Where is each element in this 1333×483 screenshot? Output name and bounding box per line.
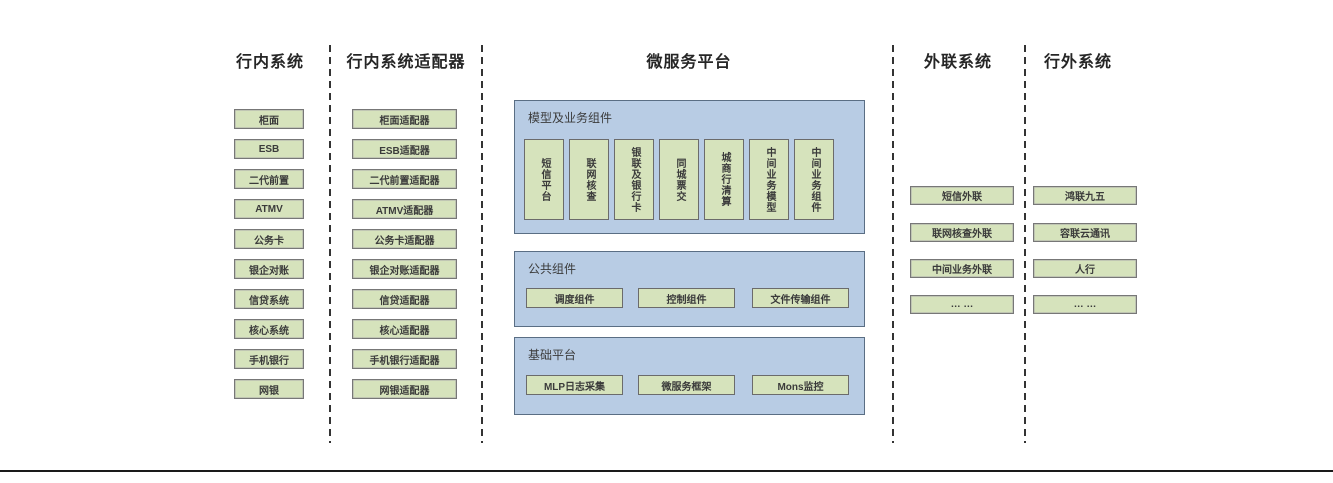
external-box: 人行 xyxy=(1033,259,1137,278)
header-external-systems: 行外系统 xyxy=(1043,54,1112,71)
component-box: 调度组件 xyxy=(526,288,623,308)
outreach-box: … … xyxy=(910,295,1014,314)
component-box: Mons监控 xyxy=(752,375,849,395)
adapter-box: 二代前置适配器 xyxy=(352,169,457,189)
component-box: 同城票交 xyxy=(659,139,699,220)
component-box: 短信平台 xyxy=(524,139,564,220)
adapter-box: ESB适配器 xyxy=(352,139,457,159)
bottom-rule xyxy=(0,470,1333,472)
column-divider xyxy=(892,45,894,443)
outreach-box: 联网核查外联 xyxy=(910,223,1014,242)
column-divider xyxy=(1024,45,1026,443)
component-box: 文件传输组件 xyxy=(752,288,849,308)
component-box: 联网核查 xyxy=(569,139,609,220)
panel-title: 基础平台 xyxy=(528,348,577,362)
panel-model-business-components: 模型及业务组件 短信平台 联网核查 银联及银行卡 同城票交 城商行清算 中间业务… xyxy=(514,100,865,234)
panel-common-components: 公共组件 调度组件 控制组件 文件传输组件 xyxy=(514,251,865,327)
system-box: 银企对账 xyxy=(234,259,304,279)
system-box: 信贷系统 xyxy=(234,289,304,309)
component-box: 微服务框架 xyxy=(638,375,735,395)
outreach-box: 短信外联 xyxy=(910,186,1014,205)
panel-title: 公共组件 xyxy=(528,262,577,276)
component-box: 中间业务组件 xyxy=(794,139,834,220)
adapter-box: 信贷适配器 xyxy=(352,289,457,309)
system-box: 二代前置 xyxy=(234,169,304,189)
component-box: 城商行清算 xyxy=(704,139,744,220)
system-box: 柜面 xyxy=(234,109,304,129)
component-box: 控制组件 xyxy=(638,288,735,308)
header-outreach-systems: 外联系统 xyxy=(923,54,992,71)
component-box: MLP日志采集 xyxy=(526,375,623,395)
system-box: ESB xyxy=(234,139,304,159)
column-divider xyxy=(329,45,331,443)
adapter-box: 核心适配器 xyxy=(352,319,457,339)
system-box: 公务卡 xyxy=(234,229,304,249)
system-box: 核心系统 xyxy=(234,319,304,339)
external-box: 鸿联九五 xyxy=(1033,186,1137,205)
system-box: 网银 xyxy=(234,379,304,399)
system-box: ATMV xyxy=(234,199,304,219)
header-internal-adapters: 行内系统适配器 xyxy=(346,54,466,71)
header-internal-systems: 行内系统 xyxy=(235,54,304,71)
outreach-box: 中间业务外联 xyxy=(910,259,1014,278)
component-box: 银联及银行卡 xyxy=(614,139,654,220)
adapter-box: 公务卡适配器 xyxy=(352,229,457,249)
adapter-box: 柜面适配器 xyxy=(352,109,457,129)
column-divider xyxy=(481,45,483,443)
panel-base-platform: 基础平台 MLP日志采集 微服务框架 Mons监控 xyxy=(514,337,865,415)
panel-title: 模型及业务组件 xyxy=(528,111,613,125)
adapter-box: 网银适配器 xyxy=(352,379,457,399)
system-box: 手机银行 xyxy=(234,349,304,369)
adapter-box: ATMV适配器 xyxy=(352,199,457,219)
header-microservice-platform: 微服务平台 xyxy=(646,54,732,71)
component-box: 中间业务模型 xyxy=(749,139,789,220)
adapter-box: 手机银行适配器 xyxy=(352,349,457,369)
external-box: 容联云通讯 xyxy=(1033,223,1137,242)
external-box: … … xyxy=(1033,295,1137,314)
adapter-box: 银企对账适配器 xyxy=(352,259,457,279)
